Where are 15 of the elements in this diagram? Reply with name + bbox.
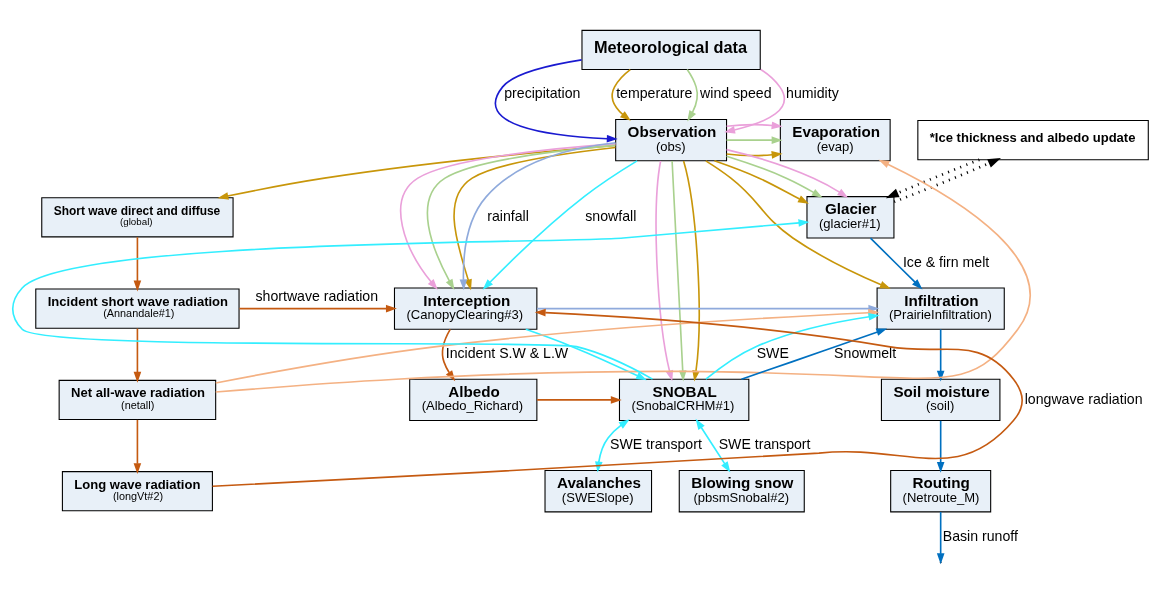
edge-label: Basin runoff xyxy=(942,527,1018,544)
edge-label: shortwave radiation xyxy=(255,287,378,304)
edge-label: rainfall xyxy=(487,207,529,224)
edge-label: SWE transport xyxy=(609,435,702,452)
edge-label: wind speed xyxy=(700,84,772,101)
edge-label: Ice & firn melt xyxy=(902,253,990,270)
edge-label: precipitation xyxy=(504,84,581,101)
edge-label: SWE transport xyxy=(718,435,811,452)
edge-label: SWE xyxy=(756,344,789,361)
edge-label: snowfall xyxy=(585,207,637,224)
edge-label: temperature xyxy=(616,84,693,101)
edge-label: longwave radiation xyxy=(1024,390,1143,407)
edge-label: Snowmelt xyxy=(834,344,897,361)
edge-label: Incident S.W & L.W xyxy=(445,344,569,361)
edge-label: humidity xyxy=(786,84,839,101)
